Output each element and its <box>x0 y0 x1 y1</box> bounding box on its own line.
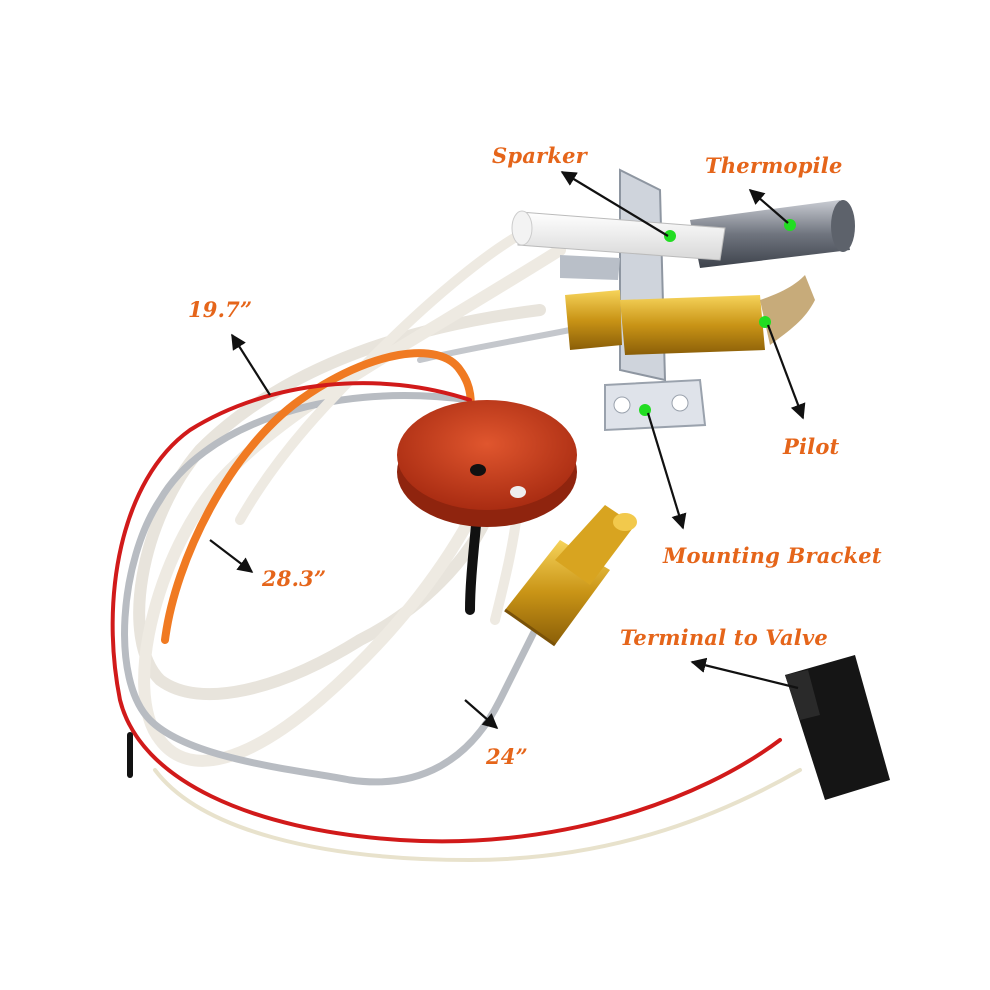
label-terminal-to-valve: Terminal to Valve <box>620 625 828 650</box>
label-pilot: Pilot <box>783 434 840 459</box>
pilot-assembly <box>511 168 855 432</box>
terminal-connector <box>785 655 890 800</box>
label-length-24: 24” <box>486 744 528 769</box>
rubber-grommet <box>397 400 577 527</box>
arrow-pilot <box>766 324 806 420</box>
label-length-19-7: 19.7” <box>188 297 253 322</box>
callout-arrows <box>209 171 806 730</box>
arrow-terminal <box>690 657 799 690</box>
label-sparker: Sparker <box>492 143 587 168</box>
label-mounting-bracket: Mounting Bracket <box>663 543 882 568</box>
marker-dot-sparker <box>664 230 676 242</box>
arrow-thermopile <box>748 188 789 224</box>
label-thermopile: Thermopile <box>705 153 843 178</box>
label-length-28-3: 28.3” <box>262 566 327 591</box>
marker-dots <box>639 219 796 416</box>
arrow-sparker <box>560 171 669 237</box>
arrow-24 <box>464 699 499 730</box>
arrow-19-7-up <box>231 333 271 396</box>
arrow-mounting-bracket <box>646 412 687 530</box>
brass-fitting <box>504 505 637 647</box>
arrow-28-3 <box>209 539 254 573</box>
